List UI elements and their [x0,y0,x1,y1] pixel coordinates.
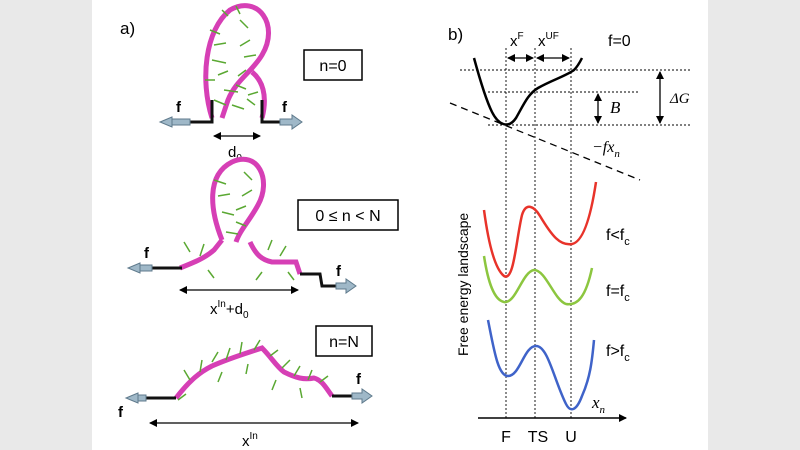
state-box-partial [297,199,399,231]
pulling-arrow-right [279,114,303,130]
y-axis-label: Free energy landscape [455,213,471,356]
tick-label-TS: TS [528,429,548,446]
landscape-f-less-fc [482,181,598,278]
force-label-left: f [176,99,182,116]
landscape-f0-curve [472,57,584,126]
curve-label-f-equal-fc: f=fc [606,283,630,304]
dna-hairpin-loop [203,3,271,119]
panel-a-label: a) [120,19,135,38]
pulling-arrow-left [124,392,139,404]
force-label-left: f [144,245,150,262]
xUF-label: xUF [538,31,559,50]
force-label-right: f [336,263,342,280]
force-label-right: f [356,371,362,388]
tick-label-U: U [565,429,577,446]
curve-label-f-less-fc: f<fc [606,227,630,248]
barrier-label: B [610,98,621,117]
dna-partial-loop [179,156,303,281]
x-axis-label: xn [591,393,606,416]
deltaG-label: ΔG [669,91,690,107]
hairpin-state-n0: f f d0 n=0 [158,3,363,164]
right-margin-panel [708,0,800,450]
tilt-line [449,102,641,181]
state-box-n0 [303,49,363,81]
pulling-arrow-left [158,116,173,128]
dna-unzipped-strand [174,339,335,401]
pulling-arrow-left [126,262,141,274]
hairpin-state-nN: f f xIn n=N [118,325,373,450]
landscape-f-greater-fc [486,319,596,411]
state-box-n0-text: n=0 [319,58,346,75]
state-box-nN-text: n=N [329,334,359,351]
pulling-arrow-right [335,278,357,294]
hairpin-state-partial: f f xIn+d0 0 ≤ n < N [126,156,399,321]
extension-label-xin: xIn [242,431,258,450]
condition-f0-label: f=0 [608,33,631,50]
linker-right [300,272,342,288]
landscape-f-equal-fc [482,255,594,306]
force-label-left: f [118,404,124,421]
panel-b-label: b) [448,25,463,44]
state-box-nN [315,325,373,357]
xF-label: xF [510,31,524,50]
state-box-partial-text: 0 ≤ n < N [315,208,380,225]
left-margin-panel [0,0,92,450]
curve-label-f-greater-fc: f>fc [606,343,630,364]
pulling-arrow-right [351,388,373,404]
tick-label-F: F [501,429,511,446]
tilt-label: −fxn [592,139,620,160]
extension-label-xin-d0: xIn+d0 [210,299,249,321]
force-label-right: f [282,99,288,116]
